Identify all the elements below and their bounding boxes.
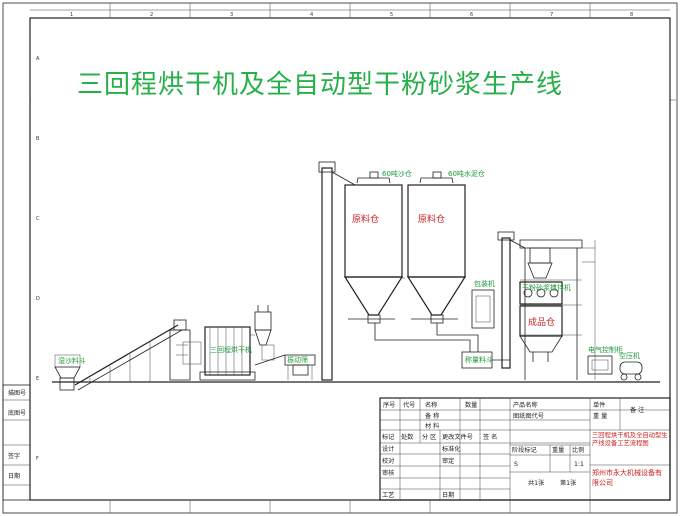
furnace — [169, 319, 202, 381]
tb-mark: 分 区 — [422, 433, 436, 441]
silo-right-label: 原料仓 — [418, 213, 445, 225]
side-label: 底图号 — [8, 409, 26, 417]
tb-process: 工艺 — [382, 491, 394, 499]
packer-frame: 包装机 — [471, 279, 495, 329]
tb-stage-value: S — [514, 461, 518, 468]
tb-standardize: 标准化 — [442, 445, 461, 453]
tb-scale: 比例 — [572, 446, 584, 454]
tb-header: 名称 — [425, 401, 437, 409]
tb-weight: 重 量 — [593, 412, 607, 420]
tb-check: 校对 — [382, 457, 394, 465]
tb-mark: 签 名 — [483, 433, 497, 441]
dust-collector — [250, 305, 275, 361]
hopper-tag: 湿沙料斗 — [58, 356, 86, 365]
tb-note: 备 注 — [630, 406, 644, 414]
silo-left-tag: 60吨沙仓 — [382, 169, 412, 178]
tb-weight2: 重量 — [552, 446, 564, 454]
tb-scale-value: 1:1 — [574, 461, 584, 468]
side-label: 日期 — [8, 472, 20, 480]
control-tag: 电气控制柜 — [588, 345, 623, 354]
tb-row: 备 称 — [425, 412, 439, 420]
drawing-title: 三回程烘干机及全自动型干粉砂浆生产线 — [77, 70, 563, 100]
screen-tag: 振动筛 — [287, 355, 308, 364]
weigh-tag: 称量料斗 — [465, 355, 493, 364]
ruler-side-label: E — [36, 376, 39, 382]
ruler-label: 2 — [150, 12, 153, 18]
side-label: 签字 — [8, 452, 20, 460]
ruler-label: 1 — [70, 12, 73, 18]
ruler-side-label: F — [36, 456, 39, 462]
title-block: 序号 代号 名称 数量 备 称 材 料 产品名称 图纸图代号 单件 重 量 备 … — [379, 397, 671, 501]
compressor-tag: 空压机 — [619, 351, 640, 360]
ruler-side-label: B — [36, 136, 40, 142]
tb-mark: 处数 — [401, 433, 414, 441]
ruler-label: 3 — [230, 12, 233, 18]
left-side-block: 描图号 底图号 签字 日期 — [2, 384, 31, 501]
tb-stage-label: 阶段标记 — [512, 446, 537, 454]
air-compressor: 空压机 — [619, 351, 643, 381]
tb-review: 审核 — [382, 469, 394, 477]
tb-drawing-title: 三回程烘干机及全自动型生产线设备工艺流程图 — [592, 432, 668, 447]
tb-row: 材 料 — [425, 422, 439, 430]
product-bin-label: 成品仓 — [528, 316, 555, 328]
ruler-side-label: C — [36, 216, 40, 222]
ruler-label: 6 — [470, 12, 473, 18]
tb-sheet-no: 第1张 — [560, 479, 577, 487]
tb-drawing-label: 图纸图代号 — [513, 412, 544, 420]
tb-header: 序号 — [383, 401, 395, 409]
tb-product-label: 产品名称 — [513, 401, 538, 409]
ruler-label: 4 — [310, 12, 313, 18]
tb-sheets: 共1张 — [528, 479, 545, 487]
ruler-side-label: D — [36, 296, 40, 302]
ruler-side-label: A — [36, 56, 40, 62]
side-ruler-labels: A B C D E F — [36, 56, 40, 462]
tb-single: 单件 — [593, 401, 605, 409]
tb-mark: 更改文件号 — [442, 433, 473, 441]
bucket-elevator — [318, 161, 356, 381]
belt-conveyor — [74, 324, 183, 391]
ruler-top: 1 2 3 4 5 6 7 8 — [30, 3, 670, 18]
tb-approve: 审定 — [442, 457, 454, 465]
tb-design: 设计 — [382, 445, 394, 453]
vibrating-screen: 振动筛 — [254, 354, 316, 380]
rotary-dryer: 三回程烘干机 — [199, 326, 256, 381]
tb-mark: 标记 — [382, 433, 394, 441]
ruler-label: 8 — [630, 12, 633, 18]
mixer-tower: 干粉砂浆搅拌机 成品仓 — [519, 239, 596, 380]
silo-left-label: 原料仓 — [352, 213, 379, 225]
ruler-label: 5 — [390, 12, 393, 18]
tb-company: 郑州市永大机械设备有限公司 — [592, 469, 662, 487]
tb-header: 数量 — [465, 401, 477, 409]
tb-header: 代号 — [403, 401, 415, 409]
side-label: 描图号 — [8, 389, 26, 397]
bucket-elevator-2 — [497, 231, 526, 369]
silo-right: 原料仓 60吨水泥仓 — [406, 169, 485, 324]
silo-left: 原料仓 60吨沙仓 — [343, 169, 412, 324]
control-cabinet: 电气控制柜 — [587, 345, 623, 375]
dryer-tag: 三回程烘干机 — [210, 345, 252, 354]
mixer-tag: 干粉砂浆搅拌机 — [522, 283, 571, 292]
tb-date: 日期 — [442, 491, 454, 499]
wet-sand-hopper: 湿沙料斗 — [54, 354, 86, 391]
silo-right-tag: 60吨水泥仓 — [448, 169, 485, 178]
packer-tag: 包装机 — [474, 279, 495, 288]
ruler-bottom — [109, 500, 591, 513]
ruler-label: 7 — [550, 12, 553, 18]
